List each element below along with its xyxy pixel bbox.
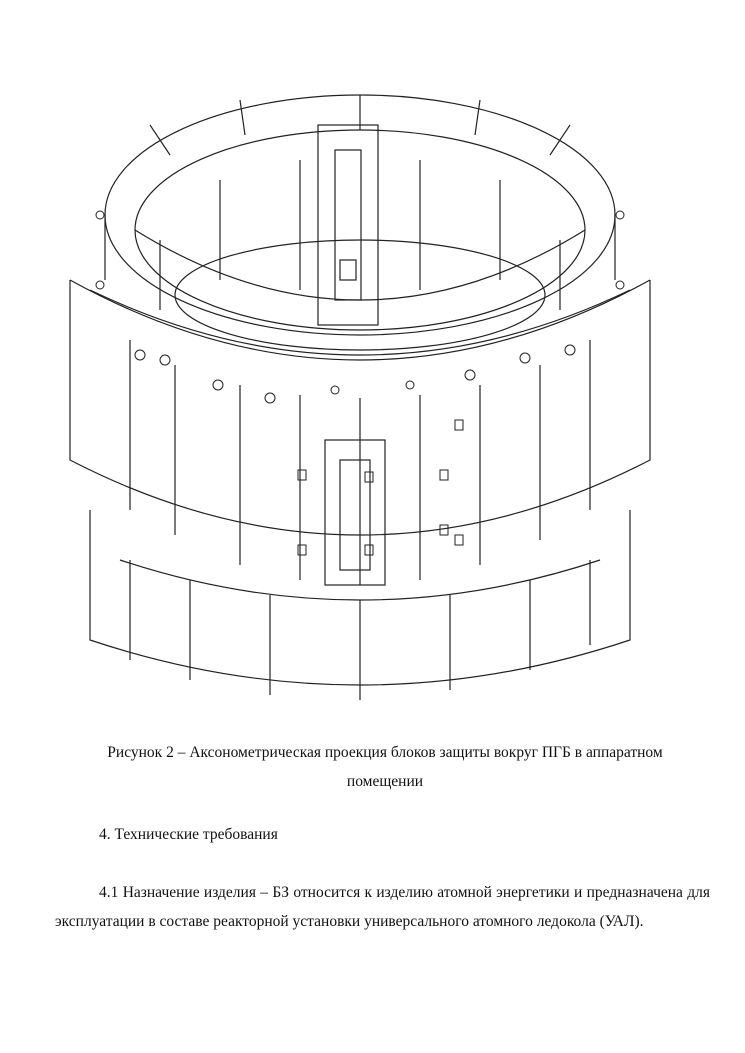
section-heading: 4. Технические требования — [99, 826, 278, 843]
section-paragraph: 4.1 Назначение изделия – БЗ относится к … — [55, 878, 710, 936]
figure-caption: Рисунок 2 – Аксонометрическая проекция б… — [60, 738, 710, 796]
paragraph-text: 4.1 Назначение изделия – БЗ относится к … — [55, 884, 710, 930]
technical-drawing — [40, 40, 680, 720]
figure-caption-line-1: Рисунок 2 – Аксонометрическая проекция б… — [107, 744, 663, 761]
figure-caption-line-2: помещении — [346, 773, 424, 790]
